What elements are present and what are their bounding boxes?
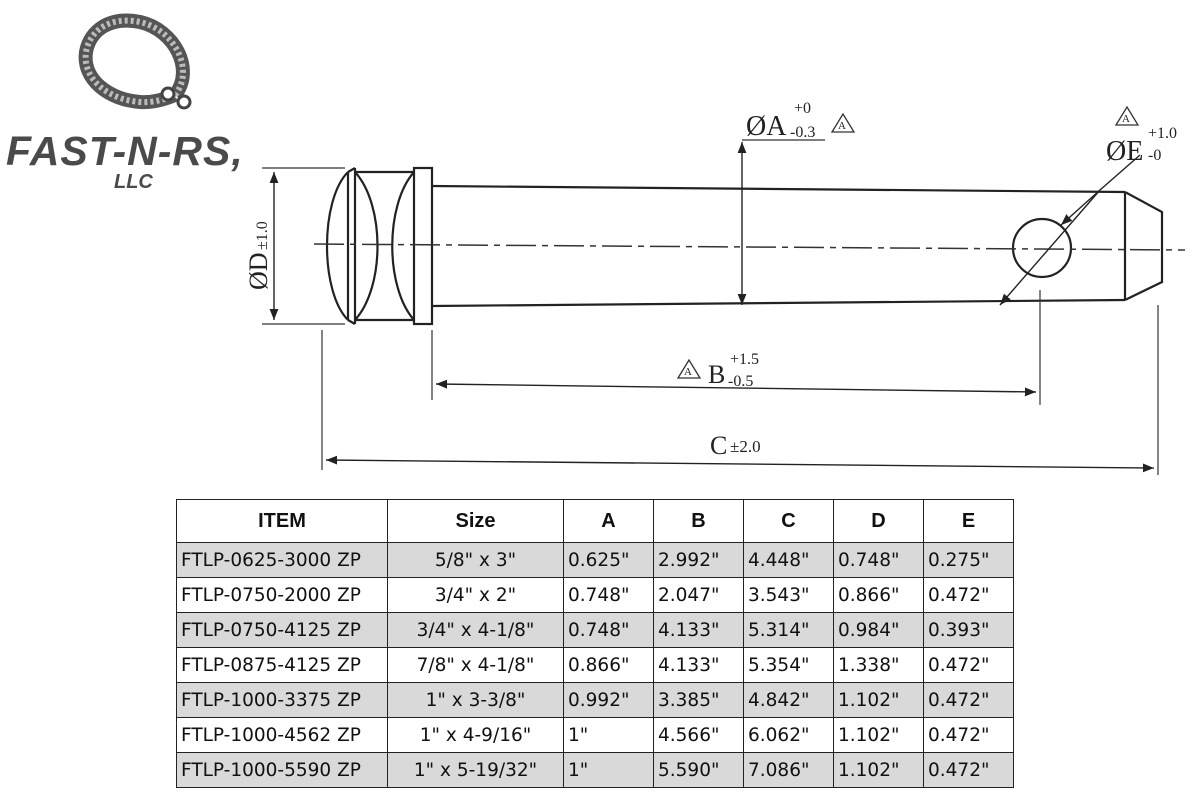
cell-item: FTLP-1000-3375 ZP [176, 682, 388, 718]
dimension-lines [269, 142, 1155, 473]
svg-text:-0.3: -0.3 [790, 124, 815, 141]
cell-e: 0.472" [923, 577, 1014, 613]
cell-c: 4.448" [743, 542, 834, 578]
dimension-b-label: A B +1.5 -0.5 [676, 351, 759, 390]
cell-size: 5/8" x 3" [387, 542, 564, 578]
cell-b: 5.590" [653, 752, 744, 788]
cell-c: 3.543" [743, 577, 834, 613]
dimension-d-label: ØD ±1.0 [244, 221, 273, 290]
cell-a: 0.992" [563, 682, 654, 718]
svg-text:+0: +0 [794, 100, 811, 117]
logo-name: FAST-N-RS, [6, 128, 244, 174]
cell-b: 3.385" [653, 682, 744, 718]
cell-e: 0.393" [923, 612, 1014, 648]
datum-e-marker: A [1114, 105, 1140, 126]
cell-a: 0.748" [563, 612, 654, 648]
svg-text:A: A [684, 366, 692, 378]
cell-item: FTLP-0750-2000 ZP [176, 577, 388, 613]
cell-d: 1.338" [833, 647, 924, 683]
header-a: A [563, 499, 654, 543]
datum-b-marker: A [676, 358, 702, 379]
spec-table: ITEM Size A B C D E FTLP-0625-3000 ZP 5/… [176, 499, 1014, 788]
clevis-pin-drawing: ØA +0 -0.3 A A +1.0 ØE -0 ØD ±1.0 A B +1… [244, 100, 1186, 475]
cell-size: 1" x 3-3/8" [387, 682, 564, 718]
cell-d: 1.102" [833, 682, 924, 718]
cell-b: 4.566" [653, 717, 744, 753]
cell-item: FTLP-0750-4125 ZP [176, 612, 388, 648]
header-e: E [923, 499, 1014, 543]
cell-c: 6.062" [743, 717, 834, 753]
cell-d: 0.866" [833, 577, 924, 613]
logo-suffix: LLC [114, 171, 153, 193]
dimension-c-label: C ±2.0 [710, 431, 761, 460]
cell-size: 3/4" x 4-1/8" [387, 612, 564, 648]
cell-e: 0.275" [923, 542, 1014, 578]
dimension-e-label: A +1.0 ØE -0 [1106, 105, 1177, 167]
svg-text:-0.5: -0.5 [728, 373, 753, 390]
cell-c: 7.086" [743, 752, 834, 788]
header-size: Size [387, 499, 564, 543]
cell-d: 1.102" [833, 752, 924, 788]
cell-item: FTLP-1000-4562 ZP [176, 717, 388, 753]
cell-e: 0.472" [923, 752, 1014, 788]
cell-b: 2.047" [653, 577, 744, 613]
cell-e: 0.472" [923, 717, 1014, 753]
svg-text:A: A [838, 120, 846, 132]
cell-a: 1" [563, 717, 654, 753]
extension-lines [262, 139, 1159, 475]
cell-a: 1" [563, 752, 654, 788]
cell-size: 3/4" x 2" [387, 577, 564, 613]
datum-a-marker: A [830, 112, 856, 133]
cell-d: 0.748" [833, 542, 924, 578]
cell-b: 2.992" [653, 542, 744, 578]
svg-text:B: B [708, 360, 725, 389]
cell-d: 0.984" [833, 612, 924, 648]
svg-text:+1.0: +1.0 [1148, 125, 1177, 142]
centerline [313, 243, 1186, 251]
cell-size: 1" x 5-19/32" [387, 752, 564, 788]
svg-text:ØD: ØD [244, 252, 273, 290]
snap-ring-icon [78, 13, 192, 110]
table-row: FTLP-1000-3375 ZP 1" x 3-3/8" 0.992" 3.3… [176, 682, 1014, 718]
table-row: FTLP-1000-5590 ZP 1" x 5-19/32" 1" 5.590… [176, 752, 1014, 788]
cell-d: 1.102" [833, 717, 924, 753]
cell-size: 1" x 4-9/16" [387, 717, 564, 753]
dimension-a-label: ØA +0 -0.3 A [746, 100, 856, 142]
table-header-row: ITEM Size A B C D E [176, 499, 1014, 543]
svg-text:±2.0: ±2.0 [730, 437, 761, 456]
pin-outline [325, 166, 1164, 326]
svg-text:A: A [1122, 113, 1130, 125]
company-logo: FAST-N-RS, LLC [6, 13, 244, 193]
cell-c: 5.354" [743, 647, 834, 683]
header-d: D [833, 499, 924, 543]
header-b: B [653, 499, 744, 543]
cell-e: 0.472" [923, 682, 1014, 718]
cell-c: 4.842" [743, 682, 834, 718]
table-row: FTLP-1000-4562 ZP 1" x 4-9/16" 1" 4.566"… [176, 717, 1014, 753]
cell-c: 5.314" [743, 612, 834, 648]
svg-text:C: C [710, 431, 727, 460]
table-row: FTLP-0875-4125 ZP 7/8" x 4-1/8" 0.866" 4… [176, 647, 1014, 683]
cell-a: 0.748" [563, 577, 654, 613]
cell-size: 7/8" x 4-1/8" [387, 647, 564, 683]
svg-text:ØE: ØE [1106, 136, 1143, 167]
cell-b: 4.133" [653, 612, 744, 648]
cell-a: 0.625" [563, 542, 654, 578]
cell-a: 0.866" [563, 647, 654, 683]
table-row: FTLP-0625-3000 ZP 5/8" x 3" 0.625" 2.992… [176, 542, 1014, 578]
table-row: FTLP-0750-4125 ZP 3/4" x 4-1/8" 0.748" 4… [176, 612, 1014, 648]
table-row: FTLP-0750-2000 ZP 3/4" x 2" 0.748" 2.047… [176, 577, 1014, 613]
cell-item: FTLP-0625-3000 ZP [176, 542, 388, 578]
svg-text:±1.0: ±1.0 [254, 221, 271, 250]
cell-item: FTLP-1000-5590 ZP [176, 752, 388, 788]
svg-text:-0: -0 [1148, 147, 1161, 164]
cell-e: 0.472" [923, 647, 1014, 683]
svg-text:+1.5: +1.5 [730, 351, 759, 368]
cell-item: FTLP-0875-4125 ZP [176, 647, 388, 683]
svg-text:ØA: ØA [746, 111, 787, 142]
cell-b: 4.133" [653, 647, 744, 683]
header-c: C [743, 499, 834, 543]
header-item: ITEM [176, 499, 388, 543]
